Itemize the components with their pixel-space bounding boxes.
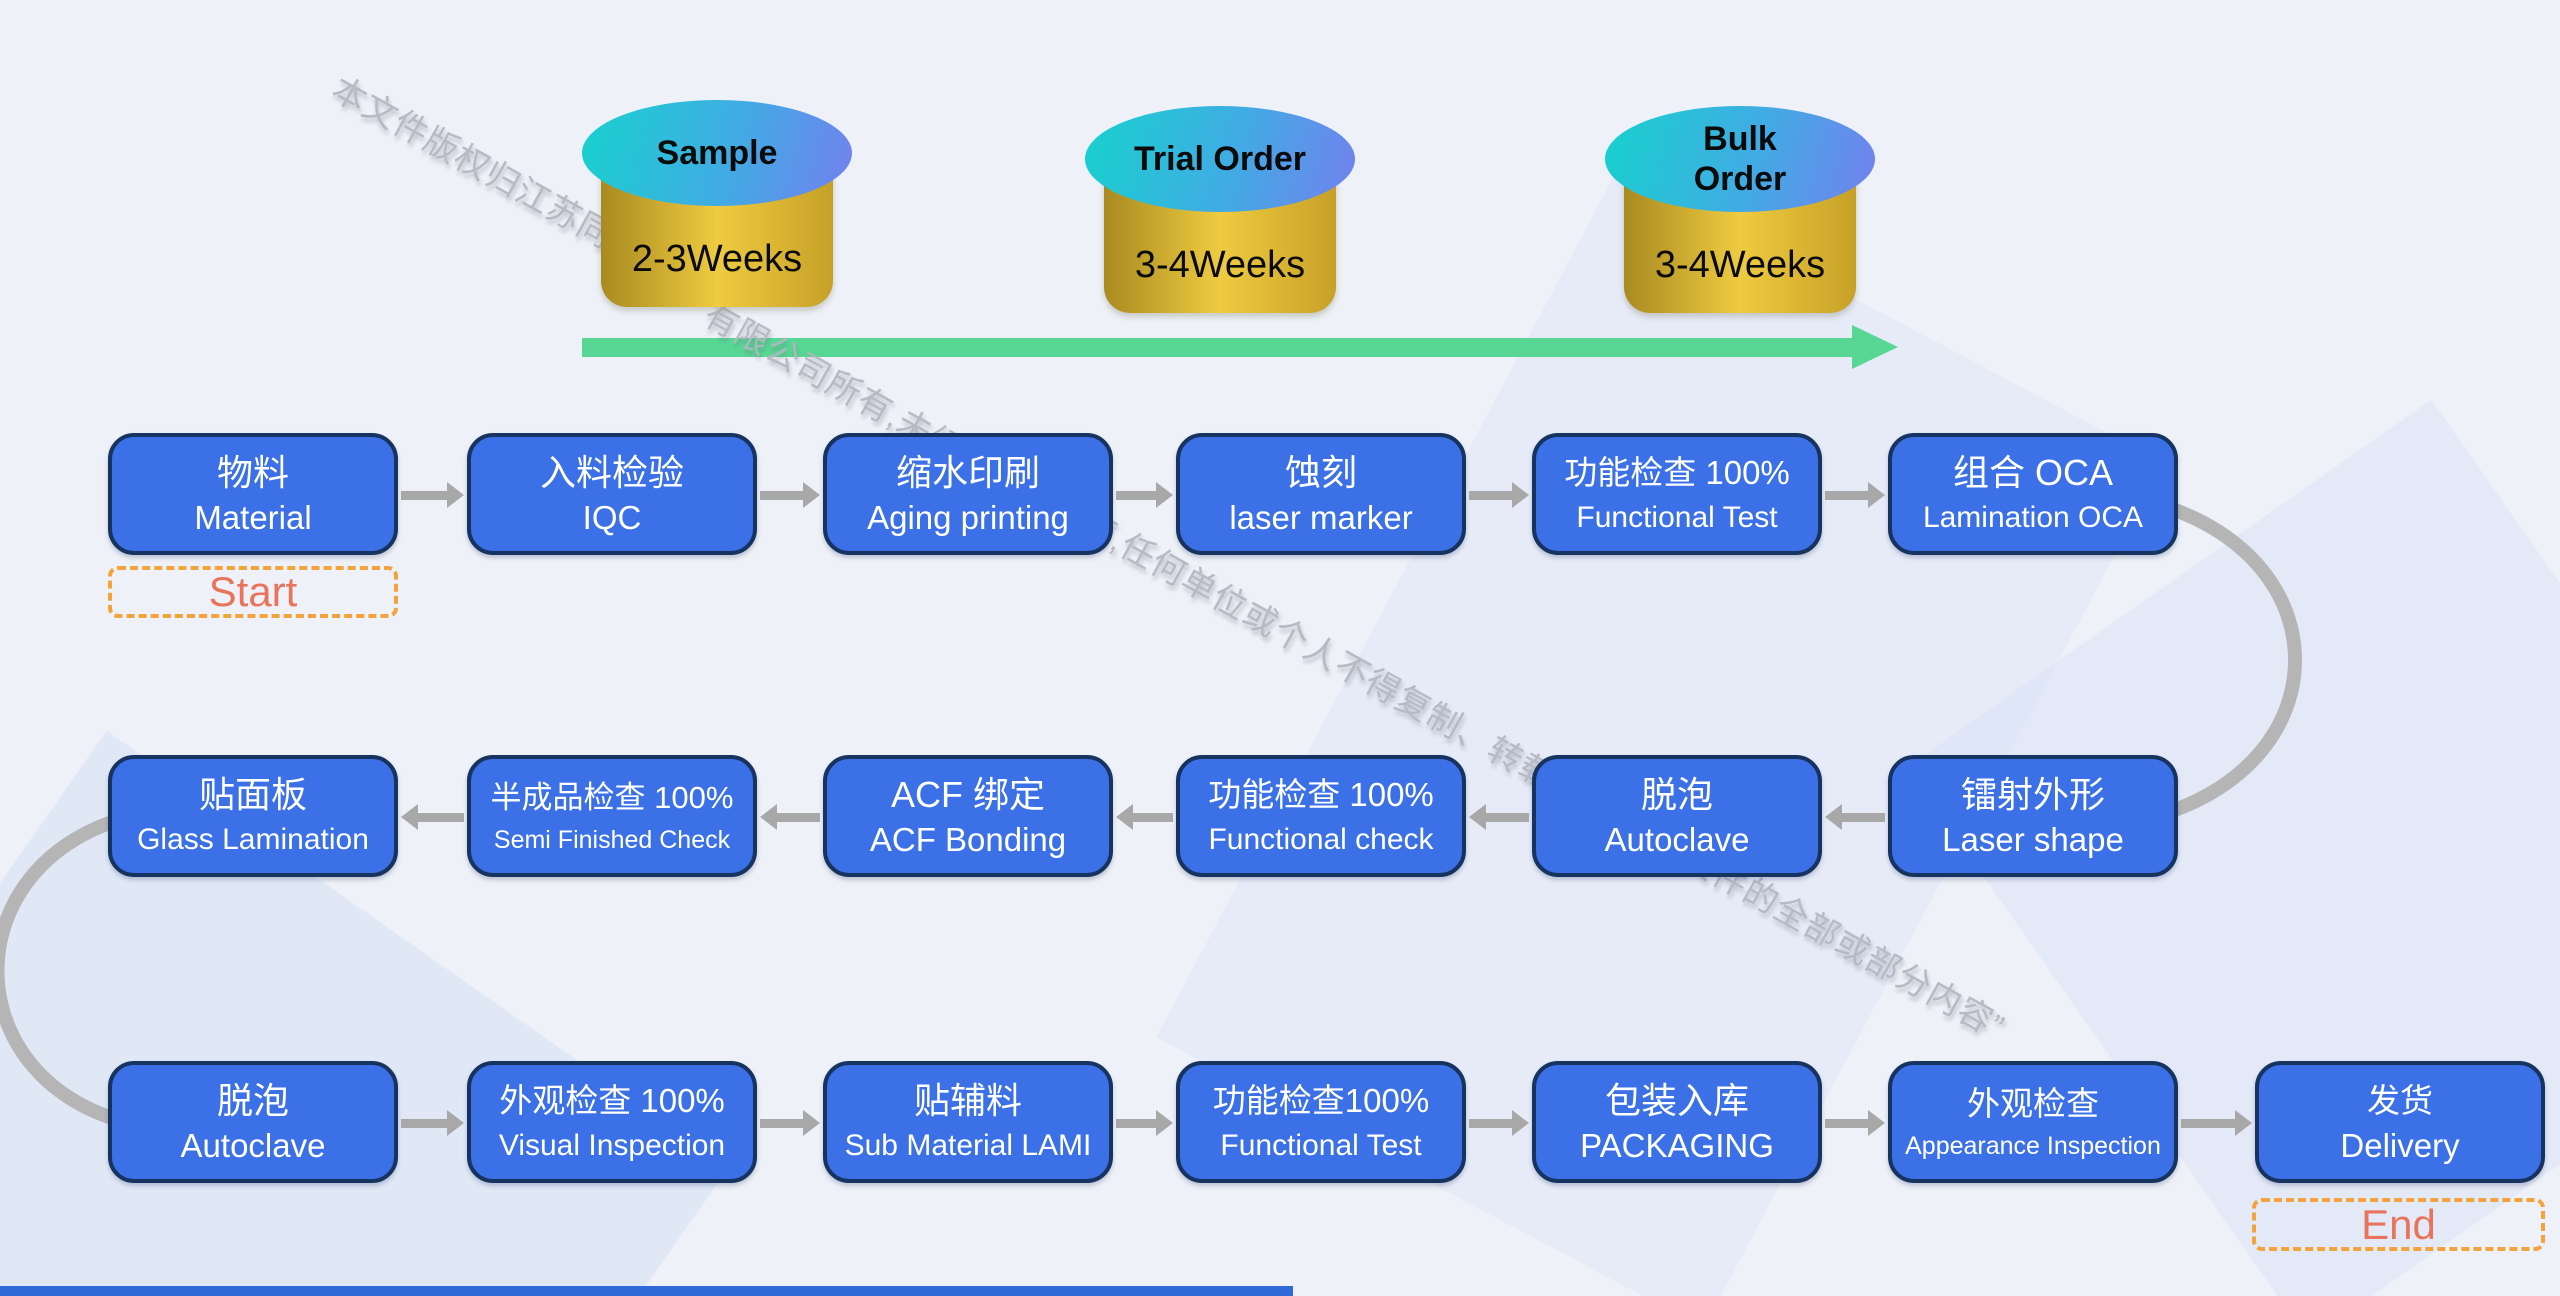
process-box-iqc: 入料检验 IQC [467,433,757,555]
process-box-laser-shape: 镭射外形 Laser shape [1888,755,2178,877]
box-label-zh: 脱泡 [1640,774,1713,815]
box-label-zh: 入料检验 [539,452,684,493]
process-box-acf-bonding: ACF 绑定 ACF Bonding [823,755,1113,877]
box-label-en: Functional Test [1220,1129,1422,1162]
box-label-en: Functional Test [1576,501,1778,534]
box-label-en: laser marker [1229,499,1413,536]
stage-duration: 3-4Weeks [1654,244,1826,286]
box-label-en: Glass Lamination [137,823,369,856]
stage-label: Trial Order [1134,140,1306,178]
flow-arrow [1116,1109,1173,1137]
process-box-laser-marker: 蚀刻 laser marker [1176,433,1466,555]
flow-arrow [401,481,464,509]
cylinder-top-ellipse: Sample [582,100,852,206]
process-box-packaging: 包装入库 PACKAGING [1532,1061,1822,1183]
box-label-en: Visual Inspection [498,1129,726,1162]
box-label-en: Material [194,499,312,536]
box-label-zh: 外观检查 100% [499,1082,725,1119]
box-label-en: IQC [582,499,642,536]
stage-label: Sample [656,134,778,172]
box-label-zh: 脱泡 [216,1080,289,1121]
timeline-arrow [582,338,1854,357]
process-box-visual-inspection: 外观检查 100% Visual Inspection [467,1061,757,1183]
connector-curve-left [0,811,132,1129]
process-box-lamination-oca: 组合 OCA Lamination OCA [1888,433,2178,555]
process-box-functional-test-2: 功能检查100% Functional Test [1176,1061,1466,1183]
process-box-autoclave-2: 脱泡 Autoclave [108,1061,398,1183]
box-label-en: Semi Finished Check [493,826,731,854]
cylinder-sample: 2-3Weeks Sample [582,100,852,315]
box-label-en: Appearance Inspection [1905,1132,2161,1160]
box-label-en: PACKAGING [1580,1127,1774,1164]
box-label-zh: 外观检查 [1967,1085,2099,1122]
box-label-zh: 蚀刻 [1284,452,1357,493]
flow-arrow [1825,481,1885,509]
end-box: End [2252,1198,2545,1251]
box-label-zh: 半成品检查 100% [490,780,734,815]
box-label-zh: 镭射外形 [1960,774,2105,815]
stage-duration: 3-4Weeks [1134,244,1306,286]
cylinder-top-ellipse: Trial Order [1085,106,1355,212]
flow-arrow [2181,1109,2252,1137]
box-label-zh: 贴辅料 [913,1080,1022,1121]
box-label-en: Autoclave [1604,821,1750,858]
box-label-en: Functional check [1208,823,1434,856]
box-label-zh: 贴面板 [198,774,307,815]
start-label: Start [208,568,298,615]
box-label-zh: 发货 [2367,1082,2433,1119]
stage-duration: 2-3Weeks [631,238,803,280]
bottom-accent-bar [0,1286,1293,1296]
flow-arrow [760,1109,820,1137]
process-box-sub-material-lami: 贴辅料 Sub Material LAMI [823,1061,1113,1183]
flow-arrow [760,481,820,509]
process-box-appearance-inspection: 外观检查 Appearance Inspection [1888,1061,2178,1183]
flow-arrow [760,803,820,831]
box-label-en: Laser shape [1942,821,2124,858]
box-label-zh: 功能检查100% [1212,1082,1430,1119]
process-box-functional-check: 功能检查 100% Functional check [1176,755,1466,877]
box-label-zh: 功能检查 100% [1208,776,1434,813]
box-label-en: Sub Material LAMI [844,1129,1092,1162]
cylinder-top-ellipse: Bulk Order [1605,106,1875,212]
flow-arrow [401,1109,464,1137]
stage-label: Bulk Order [1693,120,1787,198]
flow-arrow [1469,803,1529,831]
end-label: End [2361,1200,2436,1248]
process-box-glass-lamination: 贴面板 Glass Lamination [108,755,398,877]
process-box-material: 物料 Material [108,433,398,555]
flow-arrow [1825,803,1885,831]
cylinder-bulk-order: 3-4Weeks Bulk Order [1605,106,1875,321]
flow-arrow [1825,1109,1885,1137]
process-box-aging-printing: 缩水印刷 Aging printing [823,433,1113,555]
process-box-delivery: 发货 Delivery [2255,1061,2545,1183]
box-label-en: Lamination OCA [1922,501,2144,534]
cylinder-trial-order: 3-4Weeks Trial Order [1085,106,1355,321]
flow-arrow [1469,481,1529,509]
box-label-zh: 缩水印刷 [895,452,1040,493]
box-label-zh: ACF 绑定 [890,774,1045,815]
flow-arrow [1116,481,1173,509]
process-box-autoclave-1: 脱泡 Autoclave [1532,755,1822,877]
box-label-en: Delivery [2340,1127,2460,1164]
flow-arrow [401,803,464,831]
connector-curve-right [2153,498,2302,822]
box-label-zh: 功能检查 100% [1564,454,1790,491]
box-label-zh: 包装入库 [1604,1080,1749,1121]
box-label-zh: 组合 OCA [1952,452,2113,493]
process-box-semi-finished-check: 半成品检查 100% Semi Finished Check [467,755,757,877]
box-label-zh: 物料 [216,452,289,493]
start-box: Start [108,566,398,618]
process-box-functional-test-1: 功能检查 100% Functional Test [1532,433,1822,555]
box-label-en: ACF Bonding [869,821,1067,858]
flow-arrow [1116,803,1173,831]
timeline-arrowhead-icon [1852,325,1898,369]
box-label-en: Autoclave [180,1127,326,1164]
flow-arrow [1469,1109,1529,1137]
box-label-en: Aging printing [867,499,1069,536]
